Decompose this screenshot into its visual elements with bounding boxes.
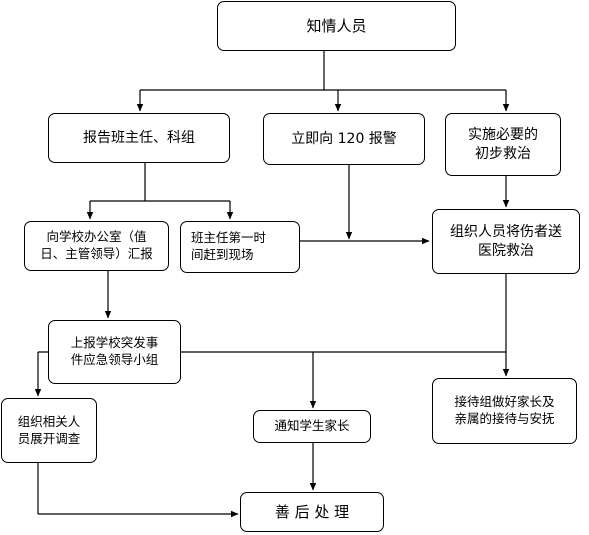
node-first-aid-label: 实施必要的 初步救治 <box>468 126 538 162</box>
node-send-hospital-label: 组织人员将伤者送 医院救治 <box>450 223 562 259</box>
node-report-teacher: 报告班主任、科组 <box>48 113 230 163</box>
node-reception-label: 接待组做好家长及 亲属的接待与安抚 <box>454 394 555 426</box>
node-call-120-label: 立即向 120 报警 <box>291 130 397 147</box>
node-witness-label: 知情人员 <box>306 16 367 35</box>
node-reception: 接待组做好家长及 亲属的接待与安抚 <box>432 378 577 444</box>
node-report-teacher-label: 报告班主任、科组 <box>83 129 195 146</box>
node-witness: 知情人员 <box>217 1 456 51</box>
node-teacher-arrive: 班主任第一时 间赶到现场 <box>180 221 300 273</box>
node-notify-parents-label: 通知学生家长 <box>274 418 350 434</box>
node-aftermath: 善 后 处 理 <box>240 492 384 532</box>
node-aftermath-label: 善 后 处 理 <box>274 502 350 521</box>
node-first-aid: 实施必要的 初步救治 <box>445 113 561 176</box>
node-investigation: 组织相关人 员展开调查 <box>1 398 97 463</box>
node-teacher-arrive-label: 班主任第一时 间赶到现场 <box>191 230 267 262</box>
node-emergency-group-label: 上报学校突发事 件应急领导小组 <box>70 335 159 367</box>
node-emergency-group: 上报学校突发事 件应急领导小组 <box>48 320 181 384</box>
node-notify-parents: 通知学生家长 <box>253 410 371 443</box>
node-investigation-label: 组织相关人 员展开调查 <box>17 413 81 446</box>
node-send-hospital: 组织人员将伤者送 医院救治 <box>432 209 580 274</box>
node-report-office: 向学校办公室（值 日、主管领导）汇报 <box>24 221 169 271</box>
node-call-120: 立即向 120 报警 <box>263 113 425 165</box>
node-report-office-label: 向学校办公室（值 日、主管领导）汇报 <box>40 229 153 261</box>
